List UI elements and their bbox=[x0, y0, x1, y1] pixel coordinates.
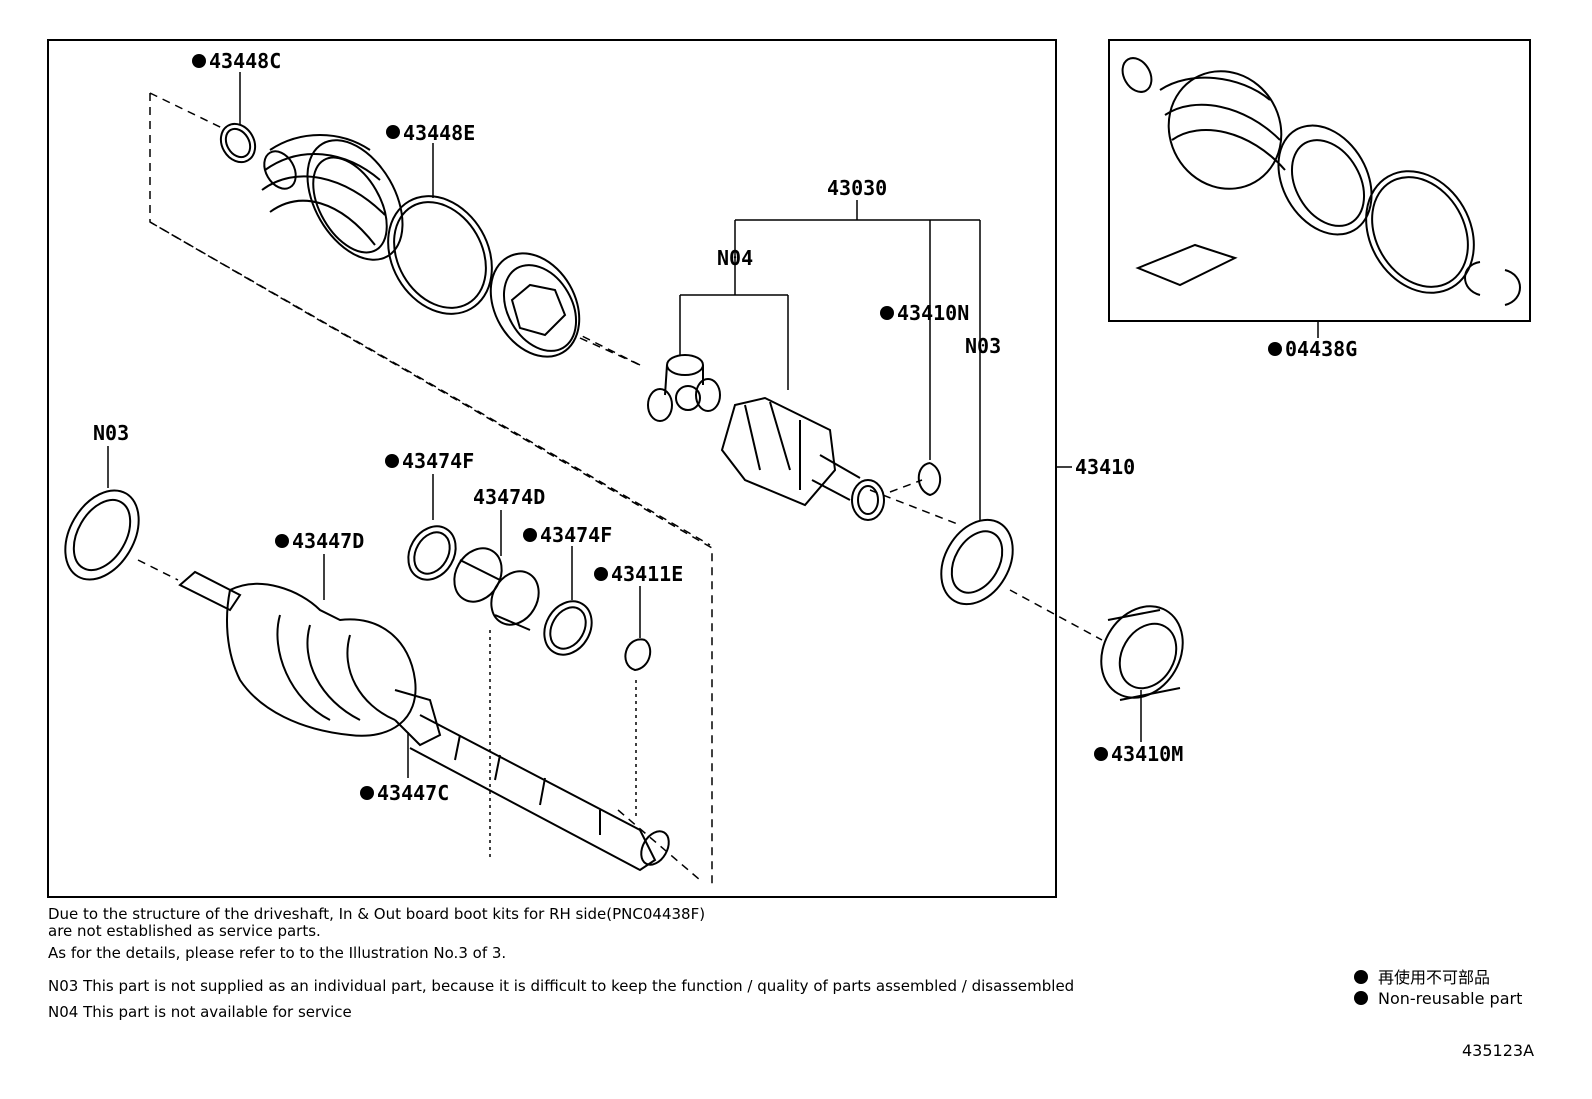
label-43448c: 43448C bbox=[209, 49, 281, 73]
snap-ring-43410n bbox=[917, 462, 942, 497]
inner-boot-ring bbox=[489, 252, 581, 358]
clamp-43474f-top bbox=[407, 525, 457, 581]
clamp-43474f-mid bbox=[543, 600, 593, 656]
note-line-5: N04 This part is not available for servi… bbox=[48, 1003, 352, 1021]
label-43447c: 43447C bbox=[377, 781, 449, 805]
illustration-code: 435123A bbox=[1462, 1041, 1535, 1060]
main-assembly-frame bbox=[47, 39, 1057, 898]
bullet-icon bbox=[1354, 991, 1368, 1005]
boot-band bbox=[387, 195, 493, 315]
seal-plate-right bbox=[940, 518, 1014, 606]
oil-seal-43410m bbox=[1100, 605, 1184, 699]
tripod-joint bbox=[647, 354, 721, 422]
legend-jp: 再使用不可部品 bbox=[1354, 964, 1490, 988]
note-line-2: are not established as service parts. bbox=[48, 922, 321, 940]
note-line-4: N03 This part is not supplied as an indi… bbox=[48, 977, 1075, 995]
label-n03-right: N03 bbox=[965, 334, 1001, 358]
phantom-dotted bbox=[489, 630, 637, 860]
label-43474f-mid: 43474F bbox=[540, 523, 612, 547]
label-43410n: 43410N bbox=[897, 301, 969, 325]
legend-en-text: Non-reusable part bbox=[1378, 989, 1523, 1008]
outboard-joint-shaft bbox=[178, 570, 670, 872]
label-43411e: 43411E bbox=[611, 562, 683, 586]
inboard-housing bbox=[720, 396, 885, 521]
seal-plate-left bbox=[64, 489, 140, 581]
clamp-43448c bbox=[219, 122, 257, 164]
note-line-1: Due to the structure of the driveshaft, … bbox=[48, 905, 706, 923]
boot-43448e-shape bbox=[261, 134, 404, 261]
legend-jp-text: 再使用不可部品 bbox=[1378, 968, 1491, 987]
bullet-icon bbox=[1354, 970, 1368, 984]
label-n04: N04 bbox=[717, 246, 753, 270]
phantom-boundary bbox=[149, 92, 713, 885]
legend-en: Non-reusable part bbox=[1354, 989, 1522, 1008]
snap-ring-43411e bbox=[624, 638, 652, 672]
phantom-boundary-center bbox=[137, 221, 1103, 881]
kit-contents bbox=[1121, 57, 1521, 306]
label-43030: 43030 bbox=[827, 176, 887, 200]
label-43447d: 43447D bbox=[292, 529, 364, 553]
label-n03-left: N03 bbox=[93, 421, 129, 445]
damper-43474d bbox=[453, 547, 540, 631]
label-43448e: 43448E bbox=[403, 121, 475, 145]
label-43474f-top: 43474F bbox=[402, 449, 474, 473]
label-43410m: 43410M bbox=[1111, 742, 1183, 766]
label-43474d: 43474D bbox=[473, 485, 545, 509]
boot-kit-frame bbox=[1108, 39, 1531, 322]
leader-lines bbox=[107, 72, 1319, 778]
label-43410: 43410 bbox=[1075, 455, 1135, 479]
non-reusable-markers bbox=[192, 54, 1282, 800]
note-line-3: As for the details, please refer to to t… bbox=[48, 944, 507, 962]
label-04438g: 04438G bbox=[1285, 337, 1357, 361]
